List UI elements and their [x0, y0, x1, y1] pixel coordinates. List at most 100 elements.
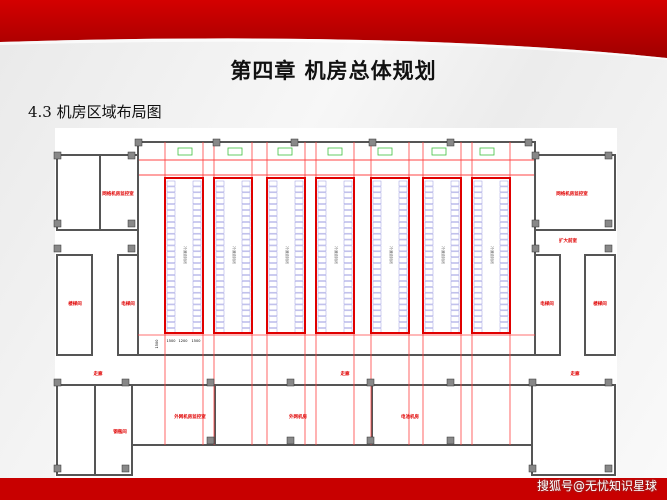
rack-unit — [268, 310, 278, 317]
rack-unit — [398, 216, 408, 222]
rack-unit — [294, 198, 304, 204]
column — [531, 244, 540, 253]
room-label: 电梯间 — [540, 300, 554, 307]
footer-band — [0, 478, 667, 500]
room-label: 扩大前室 — [559, 237, 577, 244]
rack-unit — [317, 263, 327, 269]
rack-unit — [450, 186, 460, 193]
rack-unit — [343, 251, 353, 258]
ac-unit — [177, 147, 193, 156]
rack-unit — [343, 233, 353, 240]
column — [121, 464, 130, 473]
rack-unit — [268, 192, 278, 199]
rack-unit — [398, 198, 408, 204]
rack-unit — [268, 239, 278, 246]
rack-unit — [294, 298, 304, 305]
rack-unit — [215, 210, 225, 216]
rack-unit — [372, 269, 382, 275]
rack-unit — [424, 204, 434, 210]
column — [286, 436, 295, 445]
rack-unit — [241, 180, 251, 187]
ac-unit — [227, 147, 243, 156]
rack-unit — [450, 204, 460, 210]
rack-unit — [268, 263, 278, 269]
rack-unit — [450, 192, 460, 199]
rack-unit — [398, 275, 408, 281]
rack-unit — [317, 251, 327, 258]
column — [206, 436, 215, 445]
rack-unit — [166, 322, 176, 328]
rack-unit — [215, 251, 225, 258]
rack-unit — [317, 316, 327, 322]
rack-unit — [343, 204, 353, 210]
column — [53, 244, 62, 253]
column — [446, 378, 455, 387]
rack-unit — [424, 263, 434, 269]
rack-unit — [215, 216, 225, 222]
rack-unit — [215, 316, 225, 322]
rack-unit — [241, 251, 251, 258]
dimension-label: 1500 — [192, 339, 201, 343]
rack-unit — [424, 310, 434, 317]
room-label: 电梯间 — [121, 300, 135, 307]
rack-unit — [343, 216, 353, 222]
rack-unit — [343, 316, 353, 322]
rack-unit — [473, 216, 483, 222]
rack-unit — [241, 286, 251, 293]
room-label: 楼梯间 — [68, 300, 82, 307]
rack-unit — [343, 186, 353, 193]
rack-group — [422, 177, 462, 334]
rack-unit — [372, 257, 382, 263]
rack-group — [370, 177, 410, 334]
rack-unit — [215, 239, 225, 246]
rack-group — [266, 177, 306, 334]
rack-unit — [424, 298, 434, 305]
rack-unit — [499, 204, 509, 210]
rack-unit — [268, 275, 278, 281]
rack-unit — [499, 316, 509, 322]
rack-unit — [294, 322, 304, 328]
rack-unit — [317, 186, 327, 193]
rack-unit — [398, 304, 408, 311]
rack-unit — [241, 186, 251, 193]
rack-unit — [166, 192, 176, 199]
rack-unit — [473, 210, 483, 216]
rack-unit — [450, 316, 460, 322]
rack-unit — [473, 310, 483, 317]
rack-unit — [241, 292, 251, 299]
rack-unit — [398, 310, 408, 317]
rack-unit — [450, 227, 460, 234]
rack-unit — [294, 269, 304, 275]
rack-unit — [424, 322, 434, 328]
rack-unit — [294, 304, 304, 311]
rack-unit — [192, 233, 202, 240]
rack-unit — [166, 304, 176, 311]
rack-unit — [192, 298, 202, 305]
rack-unit — [215, 186, 225, 193]
rack-unit — [268, 186, 278, 193]
dimension-label: 1500 — [155, 340, 159, 349]
rack-unit — [215, 286, 225, 293]
rack-unit — [473, 198, 483, 204]
rack-unit — [424, 275, 434, 281]
rack-unit — [499, 292, 509, 299]
rack-unit — [166, 292, 176, 299]
rack-unit — [268, 245, 278, 252]
rack-unit — [317, 257, 327, 263]
rack-unit — [398, 186, 408, 193]
rack-unit — [166, 245, 176, 252]
cold-aisle-label: 冷通道封闭 — [183, 246, 188, 264]
rack-unit — [192, 180, 202, 187]
rack-unit — [343, 245, 353, 252]
rack-unit — [268, 198, 278, 204]
rack-unit — [241, 316, 251, 322]
rack-unit — [192, 304, 202, 311]
rack-unit — [317, 204, 327, 210]
rack-unit — [473, 257, 483, 263]
rack-unit — [424, 227, 434, 234]
rack-unit — [317, 180, 327, 187]
rack-unit — [372, 233, 382, 240]
column — [528, 378, 537, 387]
rack-unit — [192, 222, 202, 228]
rack-unit — [372, 227, 382, 234]
